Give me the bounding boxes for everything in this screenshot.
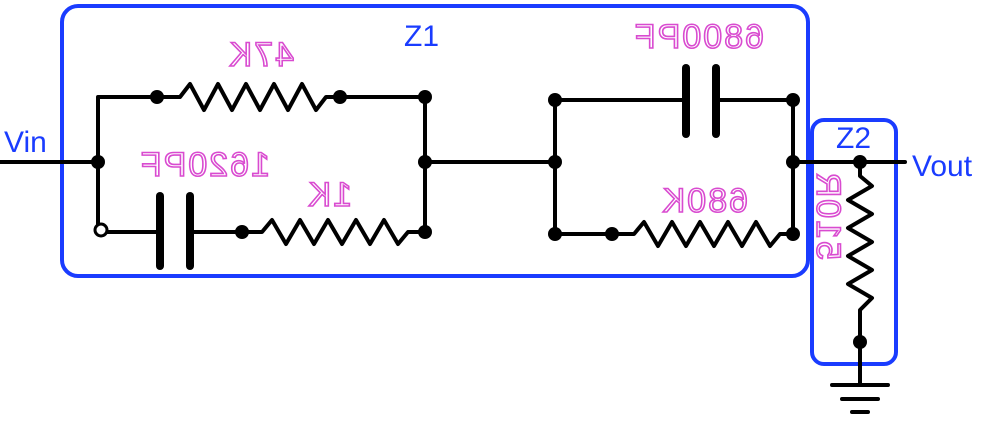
z2-label: Z2	[836, 122, 871, 155]
left-network	[96, 82, 427, 270]
capacitor-6800pf-label: 6800PF	[633, 18, 764, 56]
resistor-680k-label: 680K	[661, 182, 748, 220]
z1-label: Z1	[404, 20, 439, 53]
vout-label: Vout	[912, 150, 973, 183]
z1-box	[60, 4, 810, 278]
resistor-510r-label: 510R	[809, 171, 847, 260]
z2-box	[810, 118, 898, 366]
capacitor-1620pf-label: 1620PF	[139, 146, 270, 184]
ground-icon	[830, 383, 890, 414]
resistor-47k-label: 47K	[228, 36, 295, 74]
junction-dots	[91, 90, 867, 349]
shunt-network	[846, 160, 874, 387]
resistor-1k-label: 1K	[306, 176, 352, 214]
vin-label: Vin	[4, 126, 47, 159]
